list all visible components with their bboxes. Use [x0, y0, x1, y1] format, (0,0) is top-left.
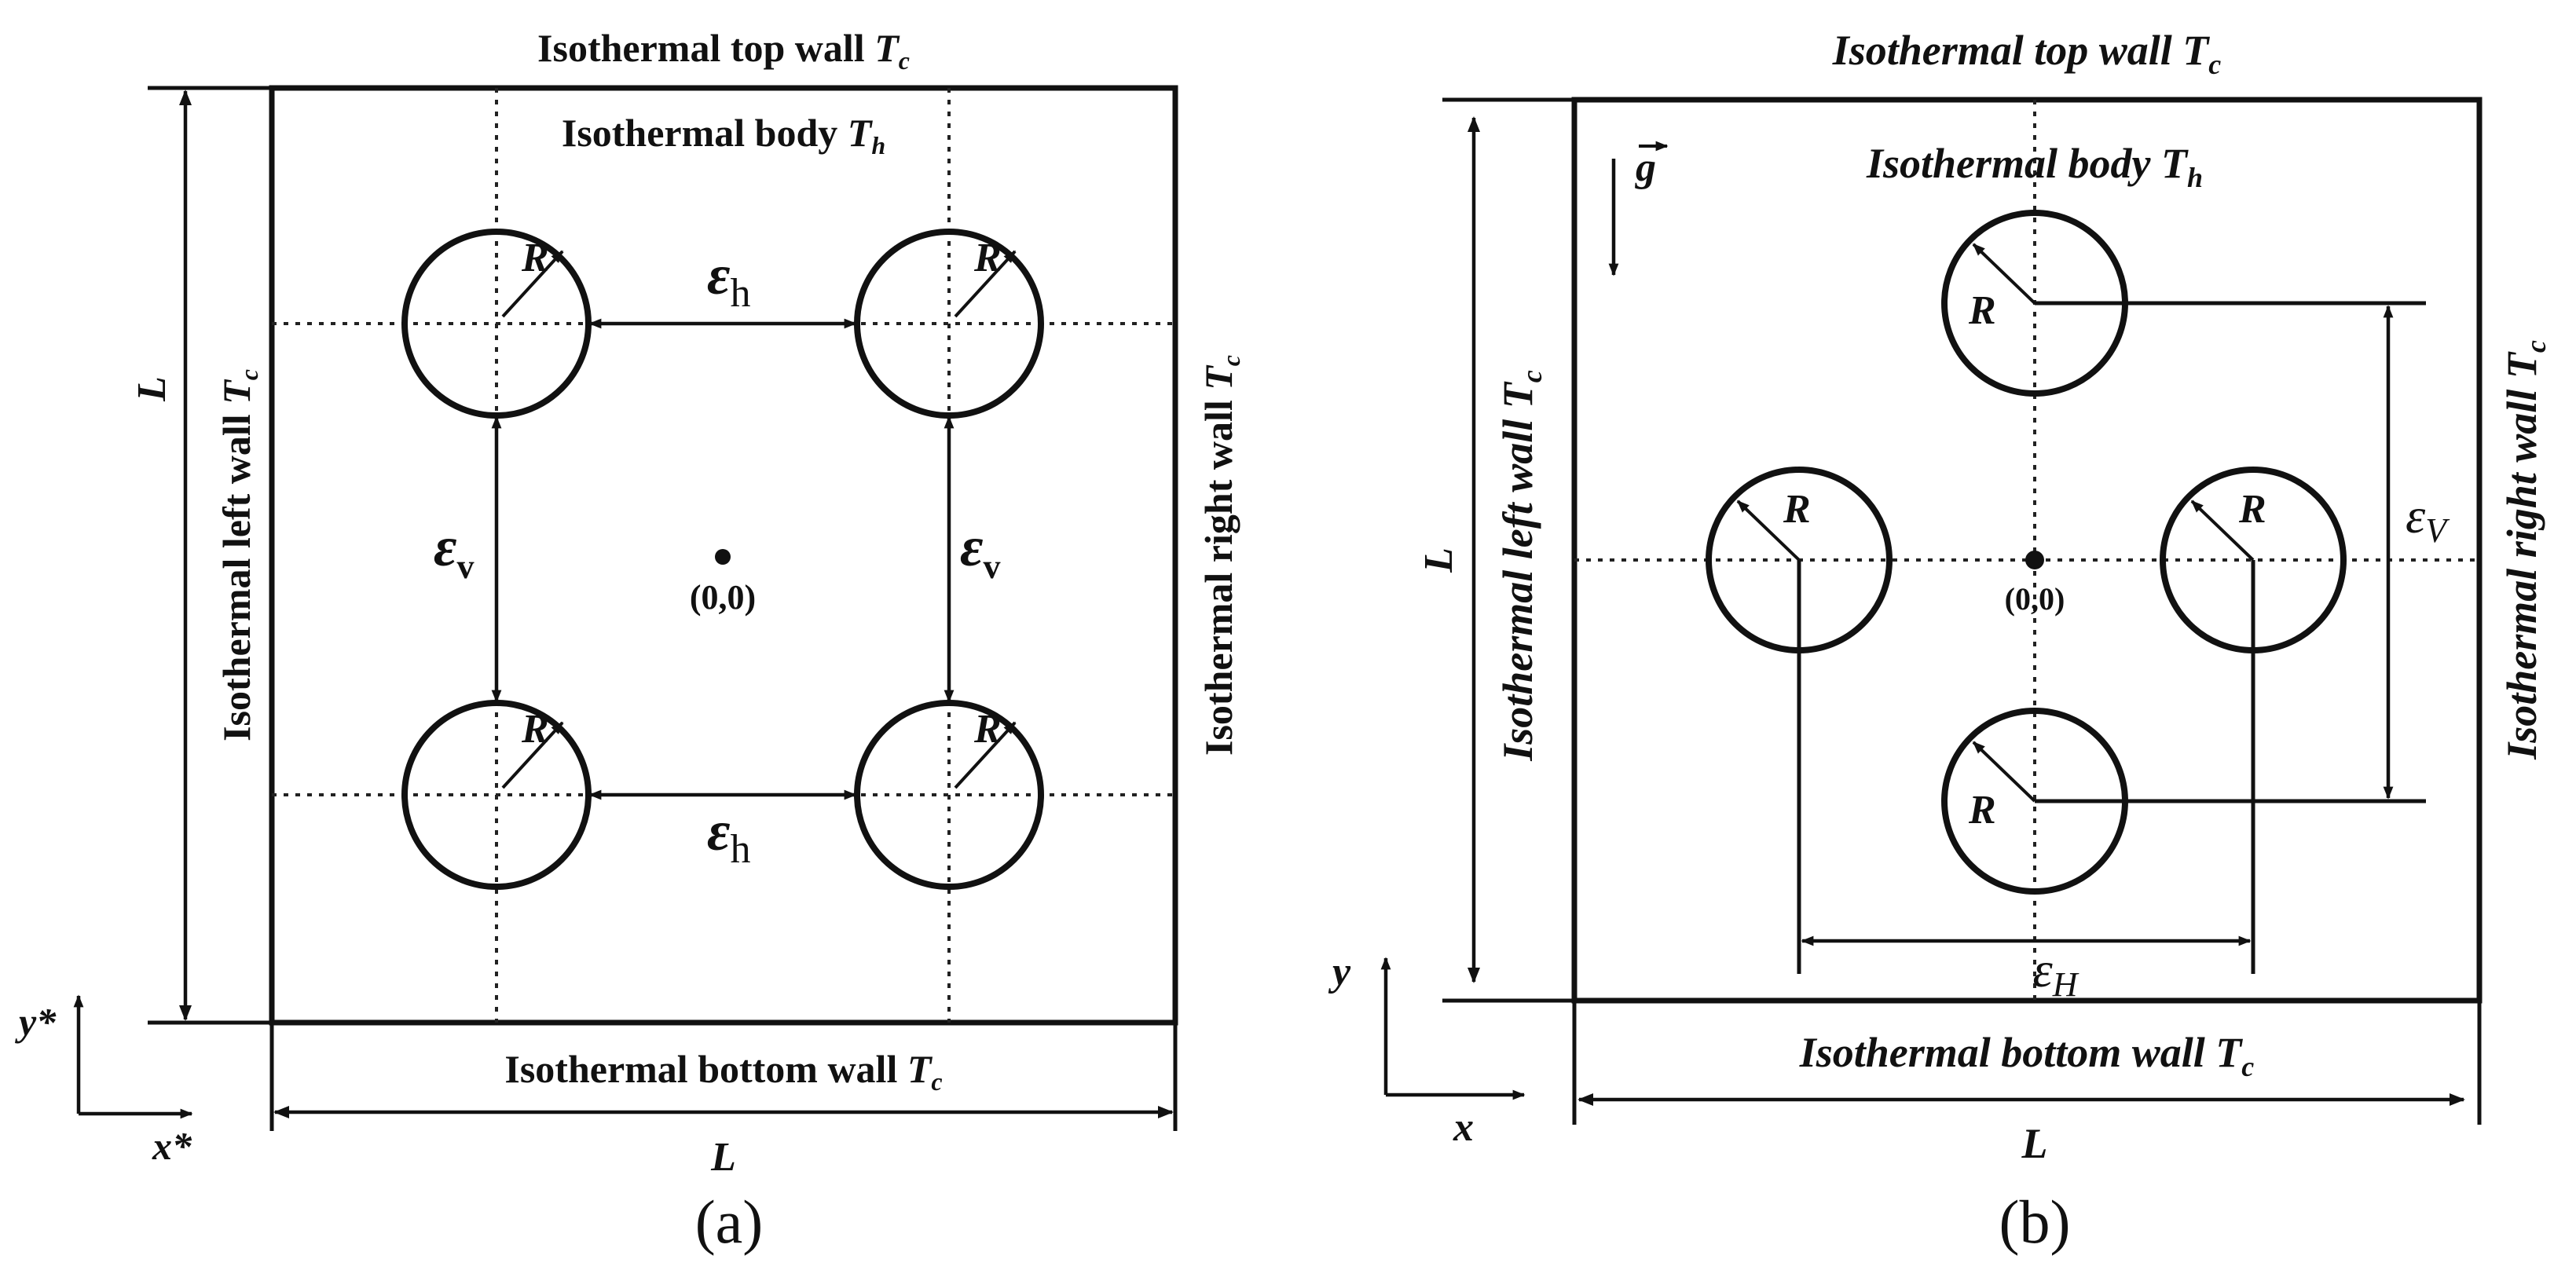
radius-label-a: R [521, 236, 549, 280]
caption-b: (b) [1999, 1188, 2071, 1256]
enclosure-a [269, 85, 1178, 1026]
width-label-b: L [2021, 1120, 2048, 1167]
cylinder-a [854, 700, 1044, 890]
height-label-b: L [1416, 547, 1461, 573]
eps-v-label-left: εv [434, 515, 475, 586]
radius-arrow-b [1972, 243, 2036, 305]
right-wall-label-a: Isothermal right wall Tc [1196, 355, 1245, 756]
radius-label-b: R [2238, 487, 2266, 532]
body-label-a: Isothermal body Th [562, 111, 885, 159]
left-wall-label-b: Isothermal left wall Tc [1494, 370, 1548, 762]
radius-label-b: R [1968, 788, 1996, 833]
radius-arrow-a [954, 250, 1017, 318]
radius-arrow-a [954, 721, 1017, 789]
eps-v-label-right: εv [960, 515, 1001, 586]
cylinder-a [401, 700, 592, 890]
x-axis-label-b: x [1453, 1105, 1474, 1150]
radius-arrow-b [2190, 500, 2255, 562]
origin-point-a [715, 549, 731, 565]
eps-h-label-top: εh [707, 243, 751, 316]
radius-arrow-b [1736, 500, 1801, 562]
radius-label-a: R [521, 707, 549, 752]
radius-label-b: R [1968, 288, 1996, 333]
y-axis-label-b: y [1328, 950, 1351, 994]
bottom-wall-label-a: Isothermal bottom wall Tc [504, 1047, 942, 1096]
panel-a: R R R R εh εh εv εv (0,0) Isothermal top… [15, 26, 1245, 1256]
radius-arrow-b [1972, 741, 2036, 803]
gravity-label: g [1635, 145, 1656, 190]
panel-b: R R R R εV εH (0,0) g Isothermal top wal… [1328, 27, 2552, 1256]
caption-a: (a) [695, 1188, 764, 1256]
radius-label-a: R [973, 707, 1002, 752]
width-label-a: L [710, 1135, 736, 1180]
body-label-b: Isothermal body Th [1866, 140, 2203, 193]
enclosure-b [1571, 97, 2483, 1004]
y-axis-label-a: y* [15, 1000, 57, 1044]
radius-arrow-a [501, 721, 564, 789]
eps-V-label: εV [2406, 488, 2450, 550]
origin-label-a: (0,0) [690, 578, 756, 617]
origin-point-b [2025, 551, 2044, 569]
origin-label-b: (0,0) [2005, 581, 2065, 617]
eps-h-label-bottom: εh [707, 800, 751, 872]
radius-label-b: R [1783, 487, 1811, 532]
right-wall-label-b: Isothermal right wall Tc [2498, 340, 2552, 760]
cylinder-a [854, 229, 1044, 419]
cylinder-a [401, 229, 592, 419]
radius-arrow-a [501, 250, 564, 318]
left-wall-label-a: Isothermal left wall Tc [214, 369, 263, 741]
eps-H-label: εH [2033, 942, 2079, 1004]
bottom-wall-label-b: Isothermal bottom wall Tc [1799, 1029, 2255, 1082]
top-wall-label-a: Isothermal top wall Tc [537, 26, 910, 75]
top-wall-label-b: Isothermal top wall Tc [1832, 27, 2222, 80]
x-axis-label-a: x* [152, 1124, 192, 1168]
radius-label-a: R [973, 236, 1002, 280]
height-label-a: L [130, 376, 174, 402]
